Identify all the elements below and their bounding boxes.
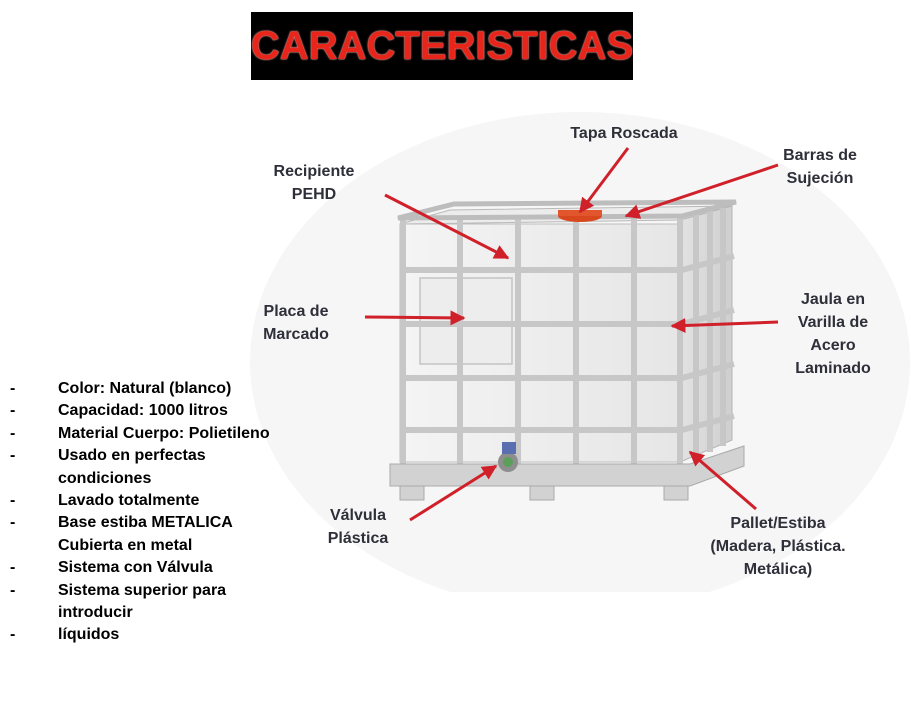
list-item: Color: Natural (blanco): [10, 378, 280, 401]
arrow-barras: [624, 163, 779, 219]
label-barras-sujecion: Barras de Sujeción: [783, 147, 857, 187]
label-valvula-plastica: Válvula Plástica: [327, 507, 389, 547]
list-item: líquidos: [10, 624, 280, 647]
list-item: Material Cuerpo: Polietileno: [10, 423, 280, 446]
arrow-recipiente: [384, 193, 510, 260]
arrow-jaula: [670, 317, 779, 333]
title-banner: CARACTERISTICAS: [251, 12, 633, 80]
list-item: Capacidad: 1000 litros: [10, 400, 280, 423]
list-item: Lavado totalmente: [10, 490, 280, 513]
arrow-tapa: [578, 147, 630, 214]
features-list: Color: Natural (blanco) Capacidad: 1000 …: [10, 378, 280, 647]
ibc-tank-diagram: Tapa Roscada Barras de Sujeción Recipien…: [250, 112, 911, 592]
valve: [498, 442, 518, 472]
list-item: Sistema con Válvula: [10, 557, 280, 580]
list-item: Usado en perfectas condiciones: [10, 445, 280, 490]
pointer-arrows: [364, 147, 779, 522]
list-item: Base estiba METALICA Cubierta en metal: [10, 512, 280, 557]
arrow-placa: [364, 310, 466, 326]
label-tapa-roscada: Tapa Roscada: [570, 125, 678, 142]
label-pallet-estiba: Pallet/Estiba (Madera, Plástica. Metálic…: [710, 515, 846, 578]
label-recipiente-pehd: Recipiente PEHD: [273, 163, 355, 203]
arrow-pallet: [688, 450, 757, 511]
arrow-valvula: [409, 464, 498, 522]
label-placa-marcado: Placa de Marcado: [263, 303, 329, 343]
page-title: CARACTERISTICAS: [250, 23, 634, 68]
list-item: Sistema superior para introducir: [10, 580, 280, 625]
label-jaula-varilla: Jaula en Varilla de Acero Laminado: [795, 291, 871, 377]
ibc-tank-illustration: [250, 112, 911, 592]
steel-cage: [400, 208, 735, 464]
